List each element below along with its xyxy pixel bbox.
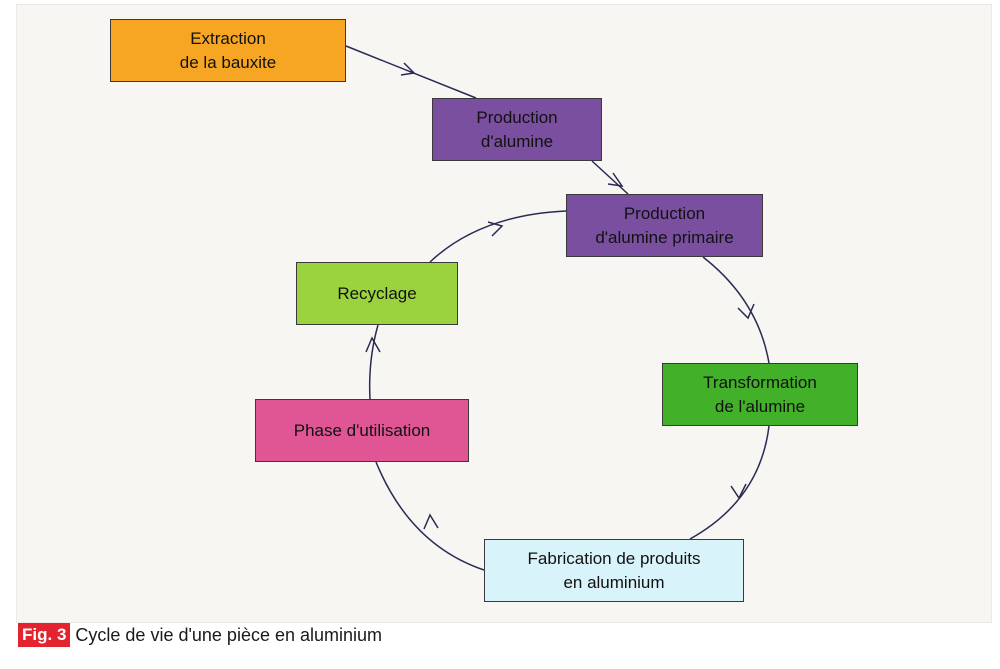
- node-label: Phase d'utilisation: [293, 420, 431, 440]
- edge-recyclage-primaire: [429, 210, 567, 263]
- edge-extraction-production: [345, 45, 477, 99]
- node-label: Production d'alumine: [476, 107, 558, 151]
- node-label: Production d'alumine primaire: [595, 203, 734, 247]
- edge-utilisation-recyclage: [368, 324, 379, 400]
- arrowhead-7: [487, 221, 504, 237]
- node-transformation: Transformation de l'alumine: [662, 363, 858, 426]
- figure-badge: Fig. 3: [18, 623, 71, 647]
- node-label: Fabrication de produits en aluminium: [527, 548, 701, 592]
- arrowhead-6: [365, 336, 381, 353]
- edge-production-primaire: [591, 160, 629, 195]
- node-recyclage: Recyclage: [296, 262, 458, 325]
- figure-caption: Fig. 3 Cycle de vie d'une pièce en alumi…: [18, 622, 382, 648]
- caption-text: Cycle de vie d'une pièce en aluminium: [75, 624, 383, 645]
- arrowhead-1: [400, 62, 416, 76]
- node-fabrication: Fabrication de produits en aluminium: [484, 539, 744, 602]
- arrowhead-2: [607, 172, 624, 187]
- node-production-alumine: Production d'alumine: [432, 98, 602, 161]
- arrowhead-4: [730, 483, 747, 500]
- arrowhead-3: [737, 303, 755, 320]
- node-production-primaire: Production d'alumine primaire: [566, 194, 763, 257]
- node-label: Transformation de l'alumine: [703, 372, 817, 416]
- edge-fabrication-utilisation: [375, 461, 485, 571]
- node-label: Recyclage: [337, 283, 417, 303]
- node-extraction: Extraction de la bauxite: [110, 19, 346, 82]
- edge-transformation-fabrication: [689, 425, 770, 540]
- node-utilisation: Phase d'utilisation: [255, 399, 469, 462]
- arrowhead-5: [423, 513, 439, 530]
- edge-primaire-transformation: [702, 256, 770, 364]
- node-label: Extraction de la bauxite: [179, 28, 277, 72]
